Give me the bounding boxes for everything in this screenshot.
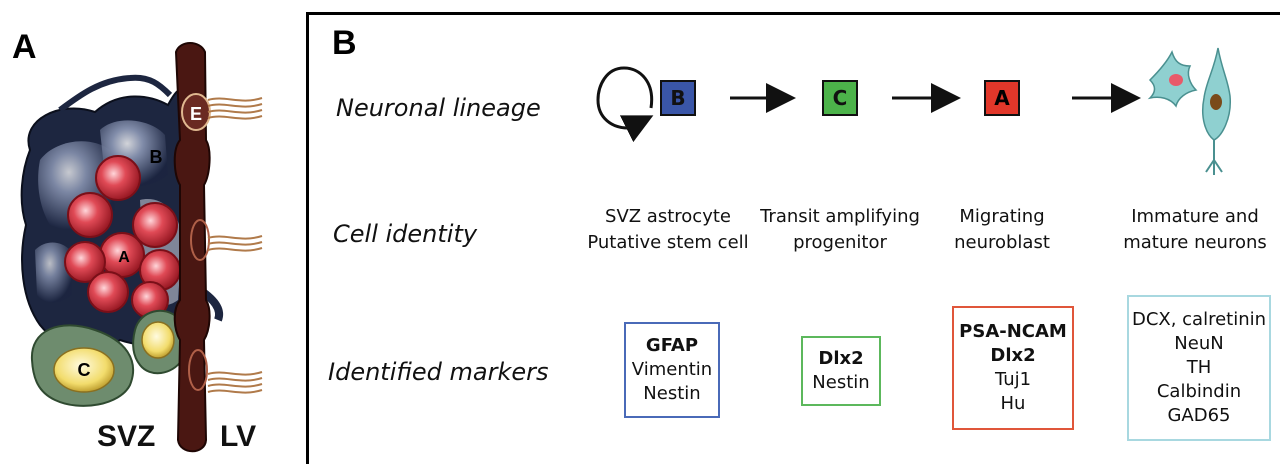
marker-item: Nestin bbox=[643, 383, 701, 404]
marker-item: Hu bbox=[1000, 393, 1026, 414]
marker-item: PSA-NCAM bbox=[959, 321, 1067, 342]
lineage-cell-a-label: A bbox=[994, 86, 1010, 110]
lineage-cell-c-label: C bbox=[832, 86, 848, 110]
marker-item: GFAP bbox=[645, 335, 699, 356]
identity-neuron: Immature and mature neurons bbox=[1110, 204, 1280, 256]
marker-item: Dlx2 bbox=[990, 345, 1036, 366]
label-a-cell: A bbox=[118, 249, 130, 266]
panel-a-letter: A bbox=[12, 28, 37, 66]
identity-neuron-line1: Immature and bbox=[1131, 206, 1259, 227]
identity-a-line1: Migrating bbox=[959, 206, 1045, 227]
lineage-cell-b-label: B bbox=[670, 86, 686, 110]
identity-neuron-line2: mature neurons bbox=[1123, 232, 1267, 253]
marker-item: Vimentin bbox=[631, 359, 713, 380]
panel-b-letter: B bbox=[332, 24, 357, 62]
marker-item: DCX, calretinin bbox=[1131, 309, 1267, 330]
lineage-cell-a: A bbox=[984, 80, 1020, 116]
row-label-markers: Identified markers bbox=[328, 358, 549, 386]
marker-item: Calbindin bbox=[1156, 381, 1242, 402]
identity-a-line2: neuroblast bbox=[954, 232, 1050, 253]
row-label-lineage: Neuronal lineage bbox=[336, 94, 541, 122]
marker-item: GAD65 bbox=[1167, 405, 1231, 426]
label-svz: SVZ bbox=[97, 420, 155, 453]
label-e-cell: E bbox=[190, 104, 202, 124]
label-c-cell: C bbox=[78, 360, 91, 380]
neuron-icon bbox=[1147, 47, 1231, 175]
marker-item: Tuj1 bbox=[994, 369, 1032, 390]
cilia bbox=[207, 97, 263, 394]
identity-b-line1: SVZ astrocyte bbox=[605, 206, 731, 227]
panel-b-frame bbox=[306, 12, 1280, 464]
ependymal-layer bbox=[173, 42, 211, 453]
neuroblast-cluster bbox=[64, 155, 181, 319]
progenitor-cells bbox=[30, 309, 184, 407]
marker-item: NeuN bbox=[1174, 333, 1224, 354]
identity-c-line1: Transit amplifying bbox=[760, 206, 920, 227]
lineage-cell-b: B bbox=[660, 80, 696, 116]
identity-b: SVZ astrocyte Putative stem cell bbox=[578, 204, 758, 256]
marker-item: Dlx2 bbox=[818, 348, 864, 369]
self-renewal-arrow-icon bbox=[596, 66, 654, 143]
label-b-cell: B bbox=[150, 147, 163, 167]
svz-niche-illustration: E B A C SVZ LV bbox=[20, 42, 263, 453]
identity-a: Migrating neuroblast bbox=[922, 204, 1082, 256]
identity-b-line2: Putative stem cell bbox=[587, 232, 749, 253]
lineage-cell-c: C bbox=[822, 80, 858, 116]
identity-c-line2: progenitor bbox=[793, 232, 887, 253]
label-lv: LV bbox=[220, 420, 256, 453]
marker-item: TH bbox=[1186, 357, 1212, 378]
identity-c: Transit amplifying progenitor bbox=[750, 204, 930, 256]
marker-item: Nestin bbox=[812, 372, 870, 393]
row-label-identity: Cell identity bbox=[333, 220, 478, 248]
